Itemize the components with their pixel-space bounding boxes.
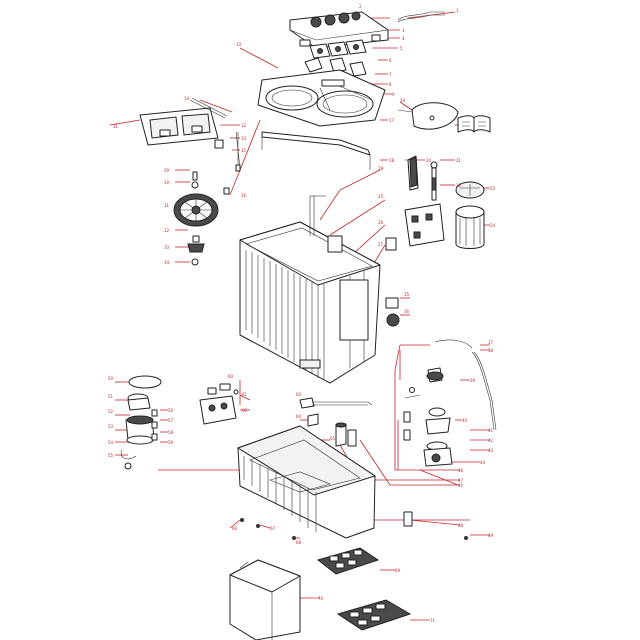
carton-box xyxy=(229,559,301,640)
callout: 17 xyxy=(389,118,395,123)
drain-brake-assembly xyxy=(403,339,497,467)
callout: 12 xyxy=(241,123,247,128)
callout: 68 xyxy=(296,540,302,545)
valve-assembly xyxy=(199,383,413,527)
callout: 51 xyxy=(108,394,114,399)
callout: 46 xyxy=(458,468,464,473)
callout: 32 xyxy=(164,228,170,233)
callout: 52 xyxy=(108,409,114,414)
callout: 31 xyxy=(164,203,170,208)
pulsator-assembly xyxy=(173,171,219,266)
callout: 10 xyxy=(236,42,242,47)
wash-lid xyxy=(397,102,459,130)
callout: 70 xyxy=(318,596,324,601)
callout: 14 xyxy=(184,96,190,101)
callout: 21 xyxy=(456,158,462,163)
callout: 59 xyxy=(168,440,174,445)
spin-basket-assembly xyxy=(385,155,485,251)
callout: 30 xyxy=(164,180,170,185)
base-frame xyxy=(236,425,468,540)
callout: 62 xyxy=(242,408,248,413)
callout: 49 xyxy=(488,533,494,538)
callout: 48 xyxy=(458,523,464,528)
callout: 63 xyxy=(296,392,302,397)
callout: 1 xyxy=(456,8,459,13)
callout: 29 xyxy=(164,168,170,173)
callout: 27 xyxy=(378,242,384,247)
callout: 42 xyxy=(488,438,494,443)
callout: 71 xyxy=(430,618,436,623)
callout: 8 xyxy=(389,82,392,87)
callout: 44 xyxy=(480,460,486,465)
callout-labels: 1 2 3 4 5 6 7 8 9 10 11 12 13 14 15 16 1… xyxy=(108,4,496,623)
callout: 34 xyxy=(164,260,170,265)
callout: 25 xyxy=(378,194,384,199)
callout: 35 xyxy=(404,292,410,297)
callout: 58 xyxy=(168,430,174,435)
callout: 24 xyxy=(490,223,496,228)
top-cover-assembly xyxy=(257,69,386,170)
packaging-top-foam xyxy=(316,547,380,575)
callout: 2 xyxy=(359,4,362,9)
callout: 66 xyxy=(232,526,238,531)
callout: 55 xyxy=(108,453,114,458)
callout: 67 xyxy=(270,526,276,531)
callout: 18 xyxy=(389,158,395,163)
callout: 40 xyxy=(462,418,468,423)
callout: 20 xyxy=(426,158,432,163)
base-ribs xyxy=(243,456,317,532)
callout: 56 xyxy=(168,408,174,413)
callout: 19 xyxy=(400,98,406,103)
callout: 9 xyxy=(392,92,395,97)
callout: 39 xyxy=(470,378,476,383)
callout: 53 xyxy=(108,424,114,429)
callout: 33 xyxy=(164,245,170,250)
control-panel-assembly xyxy=(289,11,445,77)
callout: 41 xyxy=(488,428,494,433)
spin-lid xyxy=(139,97,241,195)
callout: 22 xyxy=(456,183,462,188)
outer-tub xyxy=(239,195,400,384)
manual-book-icon xyxy=(457,115,491,133)
callout: 16 xyxy=(241,193,247,198)
callout: 50 xyxy=(108,376,114,381)
callout: 13 xyxy=(241,136,247,141)
wash-motor-assembly xyxy=(120,375,162,470)
callout: 45 xyxy=(458,483,464,488)
callout: 3 xyxy=(402,28,405,33)
callout: 60 xyxy=(228,374,234,379)
callout: 23 xyxy=(490,186,496,191)
callout: 28 xyxy=(378,166,384,171)
callout: 6 xyxy=(389,58,392,63)
callout: 47 xyxy=(458,478,464,483)
callout: 36 xyxy=(404,309,410,314)
callout: 43 xyxy=(488,448,494,453)
callout: 54 xyxy=(108,440,114,445)
callout: 38 xyxy=(488,348,494,353)
callout: 5 xyxy=(400,46,403,51)
callout: 69 xyxy=(395,568,401,573)
callout: 57 xyxy=(168,418,174,423)
packaging-bottom-foam xyxy=(336,599,412,631)
callout: 11 xyxy=(113,124,119,129)
callout: 15 xyxy=(241,148,247,153)
callout: 61 xyxy=(242,392,248,397)
callout: 65 xyxy=(330,436,336,441)
callout: 64 xyxy=(296,414,302,419)
callout: 37 xyxy=(488,340,494,345)
callout: 7 xyxy=(389,72,392,77)
callout: 4 xyxy=(402,36,405,41)
callout: 26 xyxy=(378,220,384,225)
